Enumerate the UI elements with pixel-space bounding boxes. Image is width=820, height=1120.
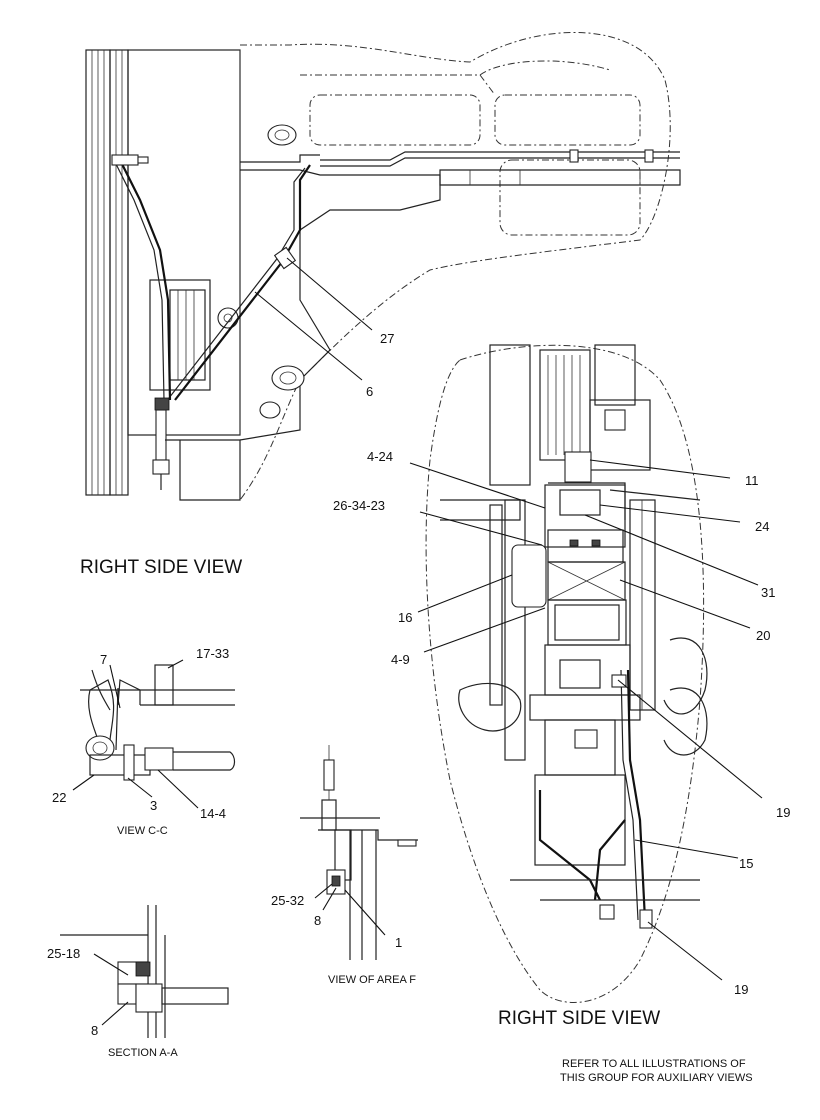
callout-24: 24 bbox=[755, 519, 769, 534]
callout-17-33: 17-33 bbox=[196, 646, 229, 661]
leader-19b bbox=[647, 921, 723, 981]
leader-22 bbox=[72, 774, 95, 791]
leader-4-24 bbox=[409, 462, 546, 509]
callout-6: 6 bbox=[366, 384, 373, 399]
leader-25-32 bbox=[314, 883, 333, 899]
callout-3: 3 bbox=[150, 798, 157, 813]
leader-8a bbox=[322, 887, 337, 911]
clamp-27 bbox=[273, 246, 297, 270]
callout-4-24: 4-24 bbox=[367, 449, 393, 464]
hose-15 bbox=[626, 669, 647, 921]
radiator-core bbox=[85, 49, 129, 496]
leader-11 bbox=[589, 459, 731, 479]
hood-outline bbox=[180, 31, 671, 501]
callout-19b: 19 bbox=[734, 982, 748, 997]
reservoir-16 bbox=[511, 544, 547, 608]
callout-11: 11 bbox=[745, 473, 759, 488]
callout-20: 20 bbox=[756, 628, 770, 643]
callout-19a: 19 bbox=[776, 805, 790, 820]
leader-31 bbox=[584, 514, 759, 586]
callout-16: 16 bbox=[398, 610, 412, 625]
callout-31: 31 bbox=[761, 585, 775, 600]
callout-22: 22 bbox=[52, 790, 66, 805]
callout-26-34-23: 26-34-23 bbox=[333, 498, 385, 513]
leader-19a bbox=[617, 679, 763, 799]
note-line-1: REFER TO ALL ILLUSTRATIONS OF bbox=[562, 1058, 746, 1070]
callout-8a: 8 bbox=[314, 913, 321, 928]
view-boundary bbox=[425, 344, 705, 1003]
callout-14-4: 14-4 bbox=[200, 806, 226, 821]
leader-16 bbox=[417, 574, 513, 613]
callout-15: 15 bbox=[739, 856, 753, 871]
bottom-right-side-view bbox=[425, 344, 708, 1003]
hose-6 bbox=[174, 164, 311, 401]
leader-17-33 bbox=[167, 659, 184, 669]
title-right-side-view-bottom: RIGHT SIDE VIEW bbox=[498, 1008, 660, 1029]
title-view-cc: VIEW C-C bbox=[117, 825, 168, 837]
view-cc-detail bbox=[80, 664, 236, 781]
hose-top-left bbox=[119, 159, 172, 401]
leader-14-4 bbox=[157, 769, 199, 809]
leader-8b bbox=[101, 1001, 129, 1026]
leader-4-9 bbox=[423, 607, 546, 653]
leader-15 bbox=[634, 839, 739, 859]
top-right-side-view bbox=[85, 31, 681, 501]
leader-6 bbox=[254, 291, 363, 381]
callout-1: 1 bbox=[395, 935, 402, 950]
leader-27 bbox=[286, 257, 373, 331]
callout-4-9: 4-9 bbox=[391, 652, 410, 667]
leader-24 bbox=[599, 504, 741, 523]
valve-block bbox=[544, 484, 627, 646]
callout-25-32: 25-32 bbox=[271, 893, 304, 908]
top-rail bbox=[240, 149, 681, 186]
leader-1 bbox=[344, 889, 386, 936]
leader-26-34-23 bbox=[419, 511, 543, 546]
title-right-side-view-top: RIGHT SIDE VIEW bbox=[80, 557, 242, 578]
engine-plate bbox=[239, 169, 441, 441]
leader-3 bbox=[127, 777, 153, 798]
callout-7: 7 bbox=[100, 652, 107, 667]
leader-7 bbox=[109, 664, 121, 709]
title-section-aa: SECTION A-A bbox=[108, 1047, 178, 1059]
leader-20 bbox=[619, 579, 751, 629]
callout-27: 27 bbox=[380, 331, 394, 346]
callout-25-18: 25-18 bbox=[47, 946, 80, 961]
leader-25-18 bbox=[93, 953, 129, 976]
engine-block bbox=[489, 344, 651, 486]
note-line-2: THIS GROUP FOR AUXILIARY VIEWS bbox=[560, 1072, 753, 1084]
radiator-frame bbox=[127, 49, 241, 436]
section-aa-detail bbox=[60, 905, 229, 1038]
callout-8b: 8 bbox=[91, 1023, 98, 1038]
title-view-area-f: VIEW OF AREA F bbox=[328, 974, 416, 986]
